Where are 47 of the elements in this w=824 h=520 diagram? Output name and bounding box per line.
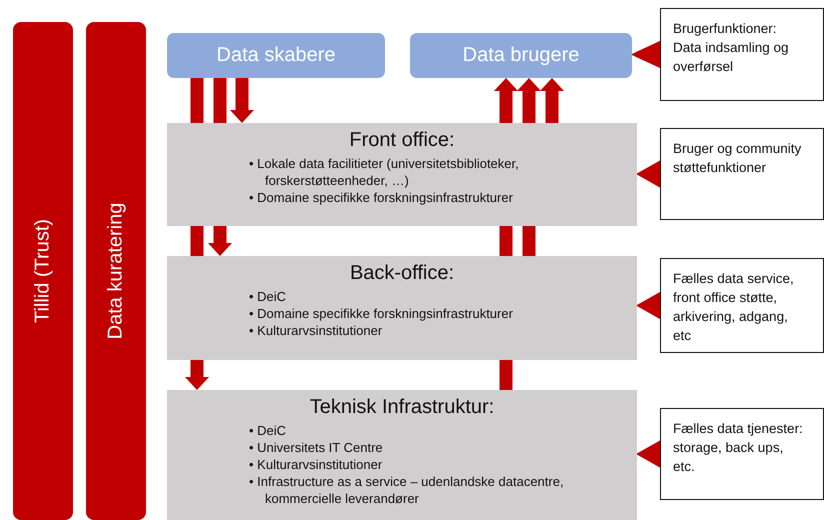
callout-box (660, 258, 824, 353)
callout-text: Brugerfunktioner: Data indsamling og overførsel (673, 20, 790, 76)
connector-bar (500, 226, 512, 256)
connector-bar (190, 226, 204, 256)
bullet-item: • Universitets IT Centre (249, 439, 384, 456)
callout-pointer (636, 440, 660, 468)
connector-bar (214, 78, 226, 123)
callout-pointer (636, 292, 660, 320)
arrow (540, 78, 564, 123)
layer-box (167, 390, 637, 520)
trust-pillar (13, 22, 73, 520)
bullet-item: • Lokale data facilitieter (universitetsbiblioteker, forskerstøtteenheder, …) (249, 155, 520, 189)
arrow (230, 78, 254, 123)
callout-box (660, 408, 824, 500)
bullet-item: • Kulturarvsinstitutioner (249, 322, 384, 339)
pillar-label: Tillid (Trust) (32, 218, 54, 324)
arrow (208, 226, 232, 256)
role-label: Data skabere (216, 44, 336, 67)
callout-text: Fælles data service, front office støtte, arkivering, adgang, etc (673, 270, 795, 345)
bullet-item: • Domaine specifikke forskningsinfrastrukturer (249, 305, 514, 322)
callout-text: Fælles data tjenester: storage, back ups, etc. (673, 420, 803, 476)
bullet-item: • Domaine specifikke forskningsinfrastrukturer (249, 189, 514, 206)
pillar-label: Data kuratering (104, 202, 128, 340)
callout-pointer (630, 40, 660, 68)
arrow (185, 360, 209, 390)
arrow (517, 78, 541, 123)
layer-box (167, 256, 637, 360)
layer-heading: Teknisk Infrastruktur: (308, 396, 496, 419)
role-box (167, 33, 385, 78)
layer-heading: Back-office: (348, 262, 456, 285)
callout-pointer (636, 160, 660, 188)
layer-heading: Front office: (348, 129, 456, 152)
callout-box (660, 128, 824, 220)
role-label: Data brugere (462, 44, 580, 67)
callout-text: Bruger og community støttefunktioner (673, 140, 802, 177)
bullet-item: • DeiC (249, 422, 288, 439)
connector-bar (190, 78, 204, 123)
layer-box (167, 123, 637, 226)
bullet-item: • Kulturarvsinstitutioner (249, 456, 384, 473)
curation-pillar (86, 22, 146, 520)
connector-bar (500, 360, 512, 390)
bullet-item: • Infrastructure as a service – udenlandske datacentre, kommercielle leverandører (249, 473, 565, 507)
arrow (494, 78, 518, 123)
bullet-item: • DeiC (249, 288, 288, 305)
connector-bar (522, 226, 536, 256)
role-box (410, 33, 632, 78)
callout-box (660, 8, 824, 101)
